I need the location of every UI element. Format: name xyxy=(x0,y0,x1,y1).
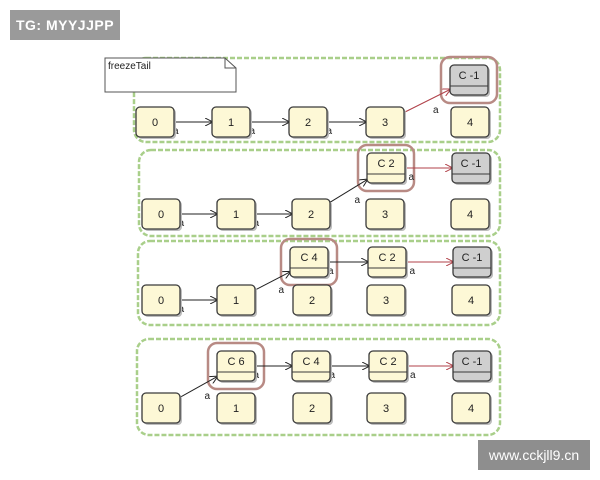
group-box-1 xyxy=(137,148,502,238)
state-node-r3n0: 0 xyxy=(141,392,182,425)
state-node-label: 0 xyxy=(158,403,164,415)
state-node-label: 2 xyxy=(309,403,315,415)
state-node-label: 3 xyxy=(382,209,388,221)
state-node-label: 3 xyxy=(382,117,388,129)
state-node-r0n3: 3 xyxy=(365,106,406,139)
edge-label: a xyxy=(205,391,211,402)
edge-label: a xyxy=(433,105,439,116)
edge-r0n3-r0c xyxy=(403,90,450,113)
state-node-label: 0 xyxy=(158,295,164,307)
edge-r2n1-r2c4 xyxy=(254,272,290,291)
state-node-label: 4 xyxy=(468,295,474,307)
state-node-r2n2: 2 xyxy=(292,284,333,317)
state-node-label: 1 xyxy=(233,403,239,415)
state-node-label: C -1 xyxy=(462,356,483,368)
state-node-r2n4: 4 xyxy=(451,284,492,317)
edge-label: a xyxy=(327,126,333,137)
state-node-r2c2: C 2 xyxy=(367,246,408,279)
state-node-r3n2: 2 xyxy=(292,392,333,425)
state-node-r1n4: 4 xyxy=(450,198,491,231)
edge-r3n0-r3c6 xyxy=(179,377,217,398)
state-node-label: 4 xyxy=(468,403,474,415)
state-node-label: C 4 xyxy=(302,356,319,368)
state-node-r0n2: 2 xyxy=(288,106,329,139)
edge-r1n2-r1c2 xyxy=(329,180,367,203)
note-freeze-tail: freezeTail xyxy=(104,57,237,93)
edge-label: a xyxy=(279,285,285,296)
state-node-r2n1: 1 xyxy=(216,284,257,317)
state-node-label: 1 xyxy=(233,295,239,307)
edge-label: a xyxy=(330,370,336,381)
state-node-r3n4: 4 xyxy=(451,392,492,425)
state-node-r3c2: C 2 xyxy=(368,350,409,383)
state-node-r2n3: 3 xyxy=(366,284,407,317)
state-node-label: C 6 xyxy=(227,356,244,368)
state-node-label: C -1 xyxy=(459,70,480,82)
state-node-r1n2: 2 xyxy=(291,198,332,231)
state-node-label: C 2 xyxy=(377,158,394,170)
edge-label: a xyxy=(250,126,256,137)
state-node-r3c6: C 6 xyxy=(216,350,257,383)
state-node-r3c: C -1 xyxy=(452,350,493,383)
watermark-top-left: TG: MYYJJPP xyxy=(10,10,120,40)
state-node-r3n1: 1 xyxy=(216,392,257,425)
state-node-label: C 2 xyxy=(379,356,396,368)
state-node-label: C -1 xyxy=(462,252,483,264)
edge-label: a xyxy=(328,266,334,277)
group-box-0 xyxy=(132,56,502,144)
state-node-label: 3 xyxy=(383,403,389,415)
state-node-r1n0: 0 xyxy=(141,198,182,231)
edge-label: a xyxy=(410,266,416,277)
state-node-label: 4 xyxy=(467,209,473,221)
note-text: freezeTail xyxy=(108,61,151,72)
state-node-r1c: C -1 xyxy=(451,152,492,185)
state-node-label: C 4 xyxy=(300,252,317,264)
state-node-r2c4: C 4 xyxy=(289,246,330,279)
state-node-r3n3: 3 xyxy=(366,392,407,425)
highlight-r0c xyxy=(439,55,499,105)
state-node-label: 0 xyxy=(152,117,158,129)
state-node-r1n1: 1 xyxy=(216,198,257,231)
state-node-r1n3: 3 xyxy=(365,198,406,231)
edge-label: a xyxy=(409,172,415,183)
state-node-label: 2 xyxy=(308,209,314,221)
state-node-label: 0 xyxy=(158,209,164,221)
state-node-label: C 2 xyxy=(378,252,395,264)
state-node-r1c2: C 2 xyxy=(366,152,407,185)
state-node-label: 1 xyxy=(228,117,234,129)
state-node-label: 4 xyxy=(467,117,473,129)
edge-label: a xyxy=(410,370,416,381)
edge-label: a xyxy=(355,195,361,206)
state-node-label: 3 xyxy=(383,295,389,307)
state-node-label: 2 xyxy=(309,295,315,307)
state-node-r2n0: 0 xyxy=(141,284,182,317)
state-node-label: 2 xyxy=(305,117,311,129)
state-node-label: C -1 xyxy=(461,158,482,170)
state-node-label: 1 xyxy=(233,209,239,221)
state-node-r3c4: C 4 xyxy=(291,350,332,383)
group-box-3 xyxy=(135,337,502,437)
state-node-r0c: C -1 xyxy=(449,64,490,97)
state-node-r2c: C -1 xyxy=(452,246,493,279)
state-node-r0n1: 1 xyxy=(211,106,252,139)
state-node-r0n4: 4 xyxy=(450,106,491,139)
watermark-bottom-right: www.cckjll9.cn xyxy=(478,440,590,470)
group-box-2 xyxy=(136,239,502,327)
state-node-r0n0: 0 xyxy=(135,106,176,139)
